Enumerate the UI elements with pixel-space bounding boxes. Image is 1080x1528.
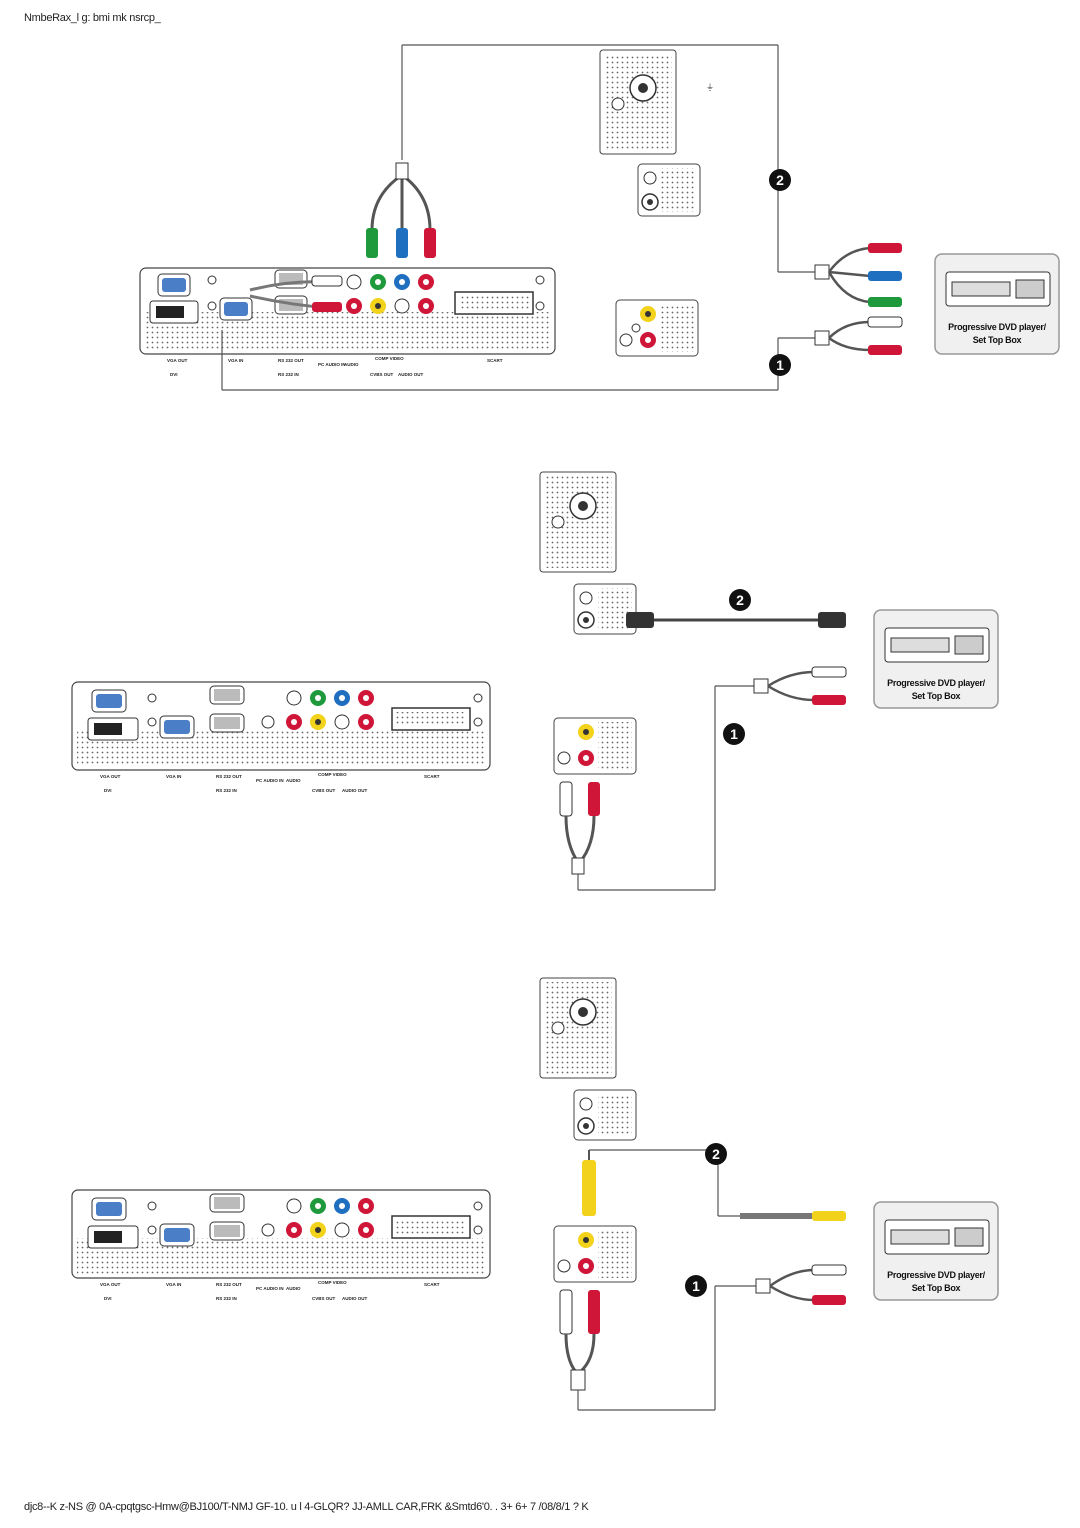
step-2-badge bbox=[705, 1143, 727, 1165]
label-cvbs-out: CVBS OUT bbox=[370, 372, 394, 377]
step-1-badge bbox=[769, 354, 791, 376]
dvd-player-box: Progressive DVD player/ Set Top Box bbox=[934, 253, 1060, 355]
label-rs232-in: RS 232 IN bbox=[216, 788, 237, 793]
label-audio: AUDIO bbox=[286, 1286, 301, 1291]
label-rs232-out: RS 232 OUT bbox=[278, 358, 304, 363]
audio-cable bbox=[559, 1264, 847, 1411]
label-comp-video: COMP VIDEO bbox=[375, 356, 404, 361]
label-dvi: DVI bbox=[170, 372, 178, 377]
audio-cable-dvd bbox=[777, 316, 903, 390]
audio-cable bbox=[559, 666, 847, 891]
page-footer-text: djc8--K z-NS @ 0A-cpqtgsc-Hmw@BJ100/T-NM… bbox=[24, 1501, 589, 1513]
label-rs232-in: RS 232 IN bbox=[216, 1296, 237, 1301]
dvd-player-box: Progressive DVD player/ Set Top Box bbox=[873, 1201, 999, 1301]
monitor-connector-panel bbox=[71, 681, 491, 771]
dvd-label-line1: Progressive DVD player/ bbox=[948, 322, 1046, 332]
label-scart: SCART bbox=[487, 358, 503, 363]
label-scart: SCART bbox=[424, 1282, 440, 1287]
tv-cvbs-panel bbox=[553, 717, 637, 775]
svideo-cable bbox=[626, 612, 846, 628]
svg-text:⏚: ⏚ bbox=[706, 83, 714, 92]
monitor-connector-panel bbox=[71, 1189, 491, 1279]
audio-cable-monitor bbox=[221, 275, 778, 391]
tv-svideo-panel bbox=[637, 163, 701, 217]
label-rs232-in: RS 232 IN bbox=[278, 372, 299, 377]
step-2-label: 2 bbox=[712, 1146, 720, 1162]
video-cable-yellow bbox=[582, 1149, 846, 1221]
step-1-badge bbox=[723, 723, 745, 745]
diagram-svideo-connection: VGA OUT DVI VGA IN RS 232 OUT RS 232 IN … bbox=[71, 471, 999, 891]
label-audio: AUDIO bbox=[344, 362, 359, 367]
dvd-label-line1: Progressive DVD player/ bbox=[887, 1270, 985, 1280]
tv-antenna-panel: ⏚ bbox=[599, 49, 714, 155]
step-2-label: 2 bbox=[736, 592, 744, 608]
label-rs232-out: RS 232 OUT bbox=[216, 1282, 242, 1287]
step-2-badge bbox=[769, 169, 791, 191]
label-vga-out: VGA OUT bbox=[100, 1282, 121, 1287]
label-rs232-out: RS 232 OUT bbox=[216, 774, 242, 779]
label-comp-video: COMP VIDEO bbox=[318, 772, 347, 777]
label-audio-out: AUDIO OUT bbox=[342, 788, 368, 793]
label-pc-audio-in: PC AUDIO IN bbox=[256, 778, 284, 783]
dvd-label-line2: Set Top Box bbox=[912, 1283, 961, 1293]
step-1-label: 1 bbox=[692, 1278, 700, 1294]
label-audio-out: AUDIO OUT bbox=[342, 1296, 368, 1301]
diagram-component-connection: VGA OUT DVI VGA IN RS 232 OUT RS 232 IN … bbox=[139, 44, 1060, 391]
label-scart: SCART bbox=[424, 774, 440, 779]
label-pc-audio-in: PC AUDIO IN bbox=[318, 362, 346, 367]
label-dvi: DVI bbox=[104, 1296, 112, 1301]
step-2-badge bbox=[729, 589, 751, 611]
tv-antenna-panel bbox=[539, 471, 617, 573]
tv-cvbs-panel bbox=[615, 299, 699, 357]
monitor-connector-panel bbox=[139, 267, 556, 355]
label-cvbs-out: CVBS OUT bbox=[312, 788, 336, 793]
label-comp-video: COMP VIDEO bbox=[318, 1280, 347, 1285]
dvd-label-line2: Set Top Box bbox=[912, 691, 961, 701]
label-vga-in: VGA IN bbox=[166, 1282, 181, 1287]
step-1-badge bbox=[685, 1275, 707, 1297]
label-vga-out: VGA OUT bbox=[167, 358, 188, 363]
label-pc-audio-in: PC AUDIO IN bbox=[256, 1286, 284, 1291]
dvd-player-box: Progressive DVD player/ Set Top Box bbox=[873, 609, 999, 709]
label-audio-out: AUDIO OUT bbox=[398, 372, 424, 377]
step-1-label: 1 bbox=[730, 726, 738, 742]
component-cable-dvd bbox=[777, 45, 902, 307]
label-vga-in: VGA IN bbox=[166, 774, 181, 779]
label-vga-in: VGA IN bbox=[228, 358, 243, 363]
label-vga-out: VGA OUT bbox=[100, 774, 121, 779]
diagram-cvbs-connection: VGA OUT DVI VGA IN RS 232 OUT RS 232 IN … bbox=[71, 977, 999, 1411]
label-dvi: DVI bbox=[104, 788, 112, 793]
dvd-label-line1: Progressive DVD player/ bbox=[887, 678, 985, 688]
dvd-label-line2: Set Top Box bbox=[973, 335, 1022, 345]
component-cable-monitor bbox=[366, 44, 778, 258]
tv-svideo-panel bbox=[573, 1089, 637, 1141]
label-cvbs-out: CVBS OUT bbox=[312, 1296, 336, 1301]
step-2-label: 2 bbox=[776, 172, 784, 188]
tv-antenna-panel bbox=[539, 977, 617, 1079]
page-header-text: NmbeRax_l g: bmi mk nsrcp_ bbox=[24, 12, 161, 24]
step-1-label: 1 bbox=[776, 357, 784, 373]
tv-cvbs-panel bbox=[553, 1225, 637, 1283]
label-audio: AUDIO bbox=[286, 778, 301, 783]
